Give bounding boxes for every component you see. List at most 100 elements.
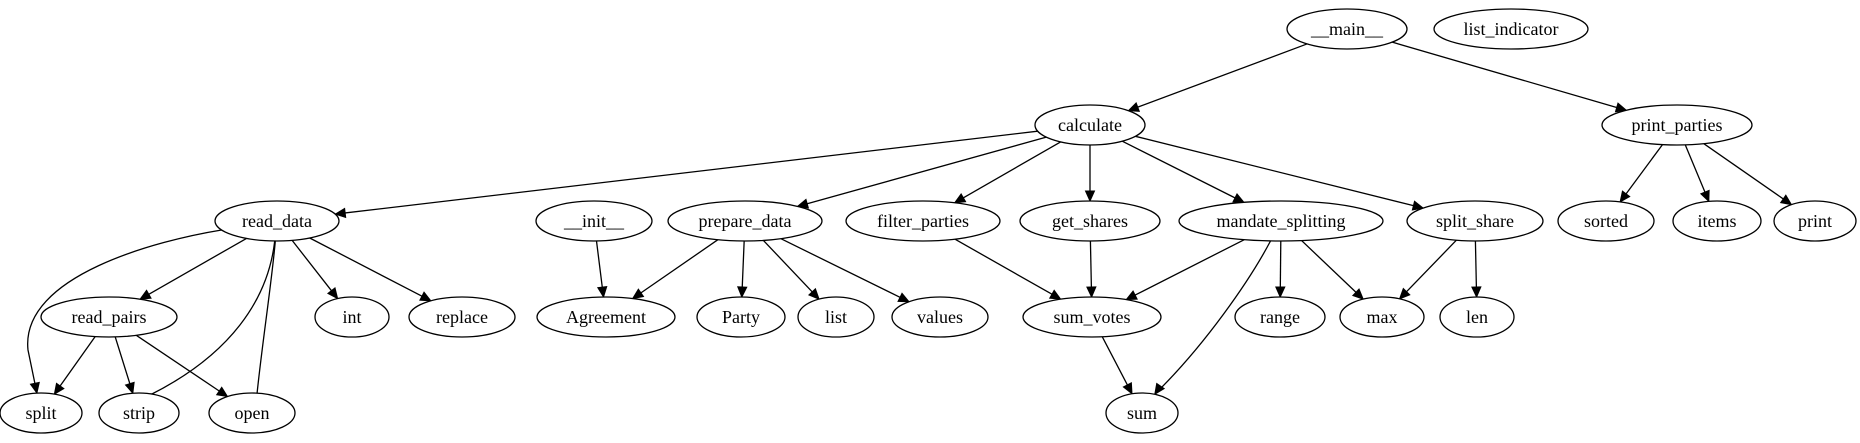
arrowhead	[1084, 190, 1096, 203]
edge-line	[1101, 336, 1128, 386]
node-ellipse	[1339, 296, 1425, 338]
node-label: Party	[722, 307, 760, 327]
node-ellipse	[845, 200, 1001, 242]
edge-read_pairs-to-open	[135, 334, 229, 398]
edge-line	[345, 130, 1038, 214]
arrowhead	[1048, 289, 1062, 300]
node-ellipse	[1105, 392, 1179, 434]
node-label: print_parties	[1632, 115, 1723, 135]
edge-calculate-to-read_data	[334, 130, 1038, 219]
node-int: int	[314, 296, 390, 338]
node-label: __main__	[1310, 19, 1384, 39]
node-split-share: split_share	[1406, 200, 1544, 242]
node-label: items	[1698, 211, 1737, 231]
node-label: max	[1367, 307, 1398, 327]
edge-mandate_splitting-to-max	[1301, 240, 1365, 300]
node-label: sum	[1127, 403, 1157, 423]
edge-calculate-to-filter_parties	[953, 141, 1061, 204]
node-ellipse	[536, 296, 676, 338]
edge-calculate-to-split_share	[1135, 135, 1425, 211]
edge-read_pairs-to-split	[53, 336, 96, 396]
arrowhead	[1122, 382, 1133, 395]
node-label: replace	[436, 307, 488, 327]
node-get-shares: get_shares	[1019, 200, 1161, 242]
edge-line	[595, 240, 603, 288]
node-sum-votes: sum_votes	[1022, 296, 1162, 338]
node-label: sum_votes	[1053, 307, 1130, 327]
node-label: split_share	[1436, 211, 1514, 231]
node-label: read_pairs	[72, 307, 147, 327]
edge-print_parties-to-items	[1684, 144, 1710, 203]
arrowhead	[737, 286, 748, 299]
arrowhead	[1619, 190, 1631, 203]
node-ellipse	[1286, 8, 1408, 50]
node-label: strip	[123, 403, 155, 423]
node-ellipse	[1019, 200, 1161, 242]
edge-get_shares-to-sum_votes	[1086, 240, 1097, 299]
edge-read_pairs-to-strip	[114, 336, 135, 395]
node-label: list_indicator	[1464, 19, 1559, 39]
node-label: filter_parties	[877, 211, 969, 231]
node-ellipse	[1601, 104, 1753, 146]
edge-read_data-to-split	[27, 229, 222, 395]
node-ellipse	[408, 296, 516, 338]
edge-prepare_data-to-Agreement	[631, 239, 719, 300]
edge-line	[762, 239, 813, 293]
node-len: len	[1439, 296, 1515, 338]
arrowhead	[326, 287, 339, 300]
node-ellipse	[797, 296, 875, 338]
arrowhead	[1351, 288, 1365, 300]
node-label: list	[825, 307, 847, 327]
node-print-parties: print_parties	[1601, 104, 1753, 146]
edge-calculate-to-prepare_data	[796, 136, 1047, 209]
edge-main-to-calculate	[1127, 43, 1308, 112]
arrowhead	[139, 289, 152, 300]
edge-init-to-Agreement	[595, 240, 608, 299]
node-strip: strip	[98, 392, 180, 434]
arrowhead	[1614, 102, 1628, 113]
arrowhead	[897, 292, 911, 303]
arrowhead	[124, 381, 135, 395]
edge-line	[27, 229, 222, 384]
arrowhead	[334, 207, 347, 219]
node-filter-parties: filter_parties	[845, 200, 1001, 242]
edge-read_data-to-read_pairs	[139, 237, 247, 300]
arrowhead	[1699, 189, 1710, 203]
node-ellipse	[535, 200, 653, 242]
arrowhead	[419, 291, 432, 302]
node-max: max	[1339, 296, 1425, 338]
node-ellipse	[1034, 104, 1146, 146]
node-sorted: sorted	[1557, 200, 1655, 242]
edge-sum_votes-to-sum	[1101, 336, 1133, 395]
edge-line	[1121, 140, 1236, 199]
arrowhead	[1398, 287, 1411, 300]
node-replace: replace	[408, 296, 516, 338]
arrowhead	[1779, 194, 1793, 206]
edge-line	[1089, 240, 1093, 288]
edge-line	[1406, 239, 1457, 293]
node-ellipse	[667, 200, 823, 242]
node-Agreement: Agreement	[536, 296, 676, 338]
node-label: len	[1466, 307, 1488, 327]
edge-calculate-to-mandate_splitting	[1121, 140, 1246, 203]
node-label: range	[1260, 307, 1300, 327]
node-label: __init__	[563, 211, 625, 231]
edge-filter_parties-to-sum_votes	[954, 238, 1062, 300]
edge-line	[59, 336, 96, 387]
arrowhead	[1275, 286, 1286, 299]
node-ellipse	[98, 392, 180, 434]
node-open: open	[208, 392, 296, 434]
edge-line	[1392, 41, 1617, 109]
edges-layer	[27, 41, 1793, 406]
node-label: print	[1798, 211, 1832, 231]
edge-line	[954, 238, 1053, 295]
edge-line	[1137, 43, 1308, 108]
edge-line	[741, 240, 745, 288]
edge-line	[1474, 240, 1478, 288]
node-ellipse	[1557, 200, 1655, 242]
edge-prepare_data-to-Party	[737, 240, 748, 299]
node-label: split	[25, 403, 56, 423]
node-label: open	[235, 403, 270, 423]
node-label: mandate_splitting	[1217, 211, 1346, 231]
